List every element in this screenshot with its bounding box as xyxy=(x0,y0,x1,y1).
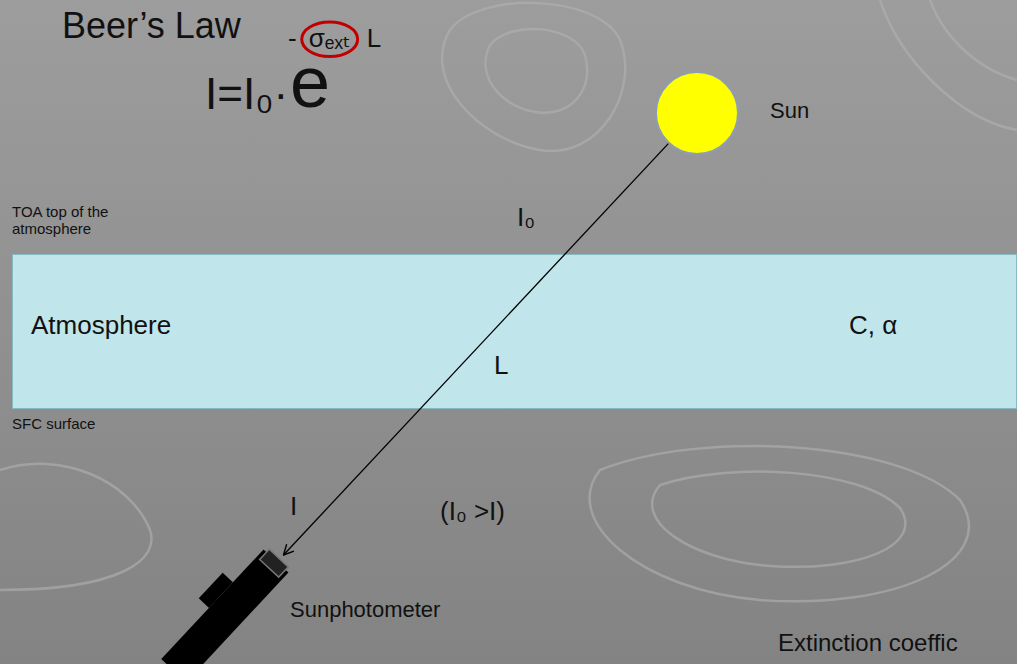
node-label: Sunphotometer xyxy=(290,598,440,622)
node-label: L xyxy=(491,351,511,380)
contour-line xyxy=(442,3,625,151)
highlight-ring xyxy=(302,22,358,57)
instrument-lens xyxy=(260,549,289,577)
contour-line xyxy=(930,0,1017,80)
formula-exponent-base: e xyxy=(290,43,330,122)
node-label: Atmosphere xyxy=(31,311,171,340)
contour-line xyxy=(0,464,151,590)
contour-line xyxy=(880,0,1017,130)
extinction-note: Extinction coeffic xyxy=(778,630,958,656)
contour-lines xyxy=(0,0,1017,601)
formula-text: I=I₀· xyxy=(205,70,288,118)
sunphotometer-instrument: Sunphotometer xyxy=(150,555,315,664)
node-label: Sun xyxy=(770,99,809,123)
contour-line xyxy=(590,446,969,601)
surface-note: SFC surface xyxy=(12,416,95,433)
sun-disc xyxy=(656,72,738,154)
measured-intensity: I xyxy=(290,492,297,521)
contour-line xyxy=(652,472,905,567)
incident-intensity: I₀ xyxy=(517,203,535,232)
contour-line xyxy=(486,29,588,113)
extinction-coefficient: σₑₓₜ xyxy=(309,24,351,53)
instrument-tube xyxy=(161,549,288,664)
toa-note: TOA top of the atmosphere xyxy=(12,204,162,237)
instrument-housing xyxy=(199,573,233,608)
sun-circle: Sun xyxy=(655,71,739,155)
atmosphere-band: AtmosphereL C, α xyxy=(12,254,1017,409)
exponent-sign: - xyxy=(288,24,297,53)
node-label: C, α xyxy=(849,311,897,340)
path-length-symbol: L xyxy=(367,24,381,53)
intensity-comparison: (I₀ >I) xyxy=(440,497,505,526)
slide-title: Beer’s Law xyxy=(62,6,241,46)
sun-shape xyxy=(655,71,739,155)
